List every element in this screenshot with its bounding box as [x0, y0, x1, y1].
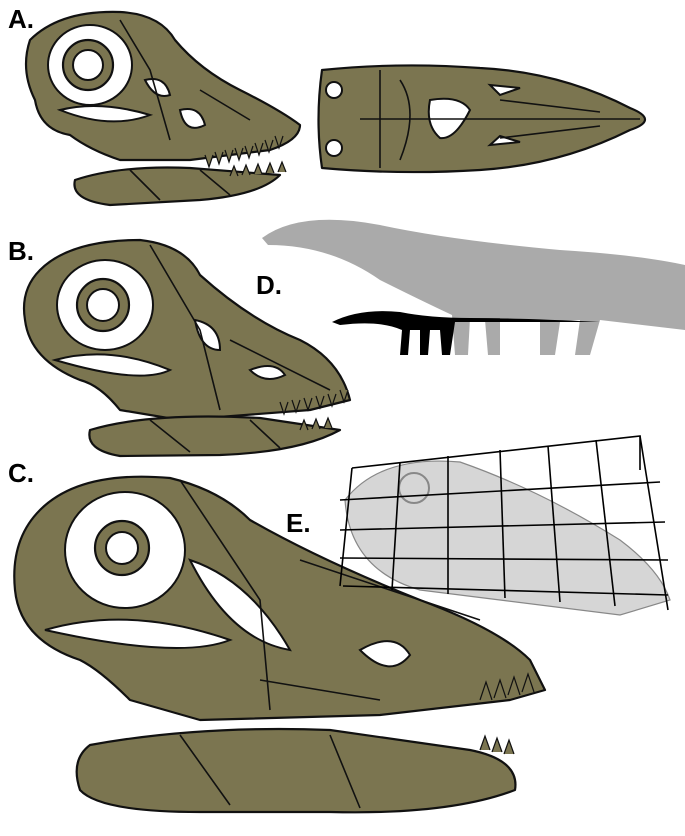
- panel-a-teeth: [204, 135, 287, 177]
- panel-c-skull: [13, 475, 547, 814]
- panel-e-deformation-grid: [339, 435, 671, 616]
- panel-label-b: B.: [8, 236, 34, 266]
- panel-a-lateral-skull: [24, 10, 302, 207]
- panel-b-skull: [22, 238, 352, 458]
- panel-label-d: D.: [256, 270, 282, 300]
- adult-silhouette: [262, 219, 685, 355]
- panel-d-silhouettes: [262, 219, 685, 355]
- panel-a-dorsal-skull: [317, 64, 647, 174]
- panel-label-e: E.: [286, 508, 311, 538]
- panel-label-a: A.: [8, 4, 34, 34]
- panel-label-c: C.: [8, 458, 34, 488]
- juvenile-silhouette: [332, 311, 600, 355]
